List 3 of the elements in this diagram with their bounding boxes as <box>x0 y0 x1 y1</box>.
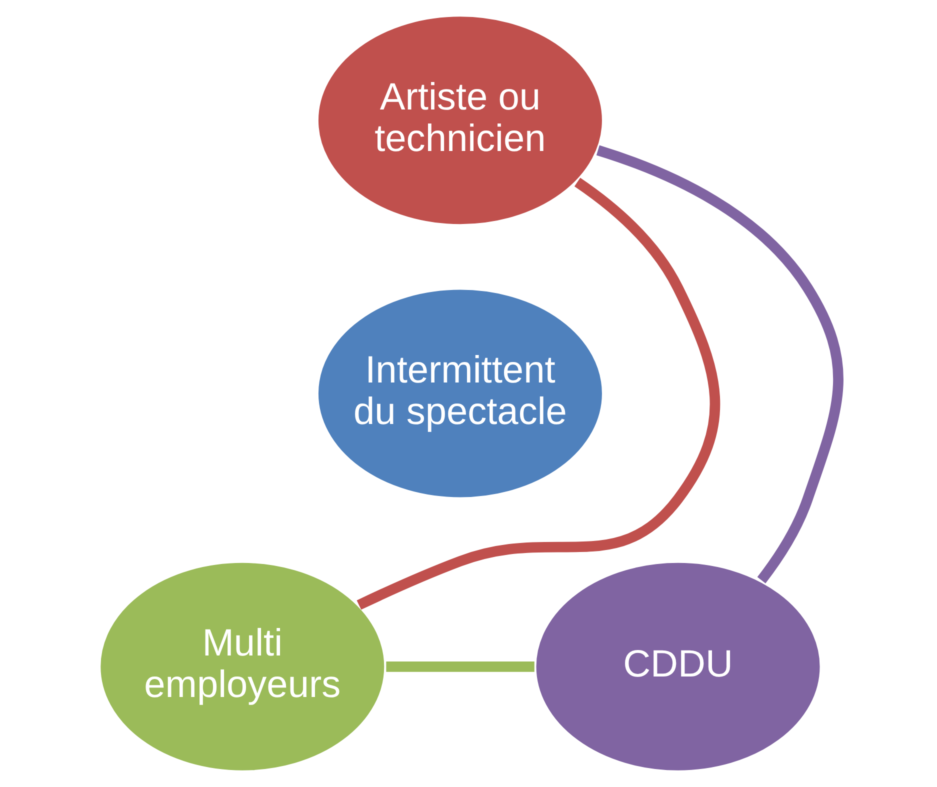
connector <box>386 661 534 672</box>
connector <box>596 145 843 584</box>
connector <box>356 178 720 610</box>
